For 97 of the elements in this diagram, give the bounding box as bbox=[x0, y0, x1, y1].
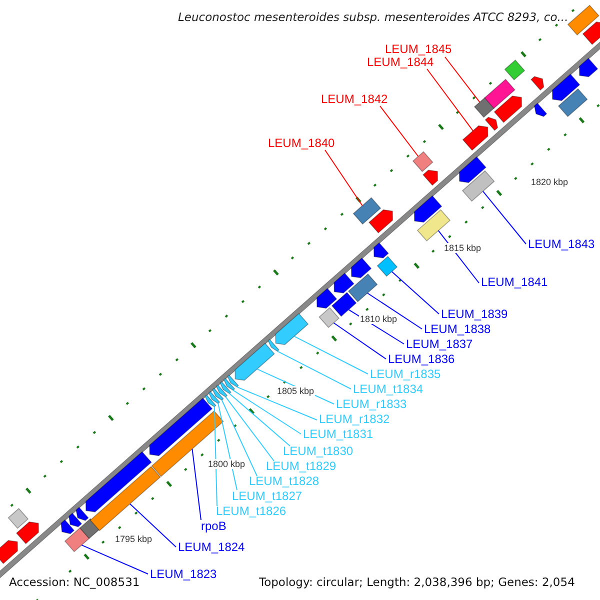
gene-feature bbox=[316, 288, 338, 309]
gene-label: LEUM_t1829 bbox=[266, 460, 336, 473]
gene-label: LEUM_1844 bbox=[367, 56, 434, 69]
leader-line bbox=[333, 322, 386, 360]
gene-feature bbox=[582, 22, 600, 45]
gene-feature bbox=[579, 58, 598, 78]
leader-line bbox=[129, 503, 176, 548]
gene-label: LEUM_1837 bbox=[406, 338, 473, 351]
leader-line bbox=[294, 336, 368, 374]
gene-label: LEUM_1841 bbox=[481, 276, 548, 289]
gene-feature bbox=[60, 519, 75, 534]
gene-label: LEUM_r1835 bbox=[370, 368, 441, 381]
gene-block bbox=[64, 527, 90, 552]
gene-feature bbox=[223, 378, 236, 391]
leader-line bbox=[236, 386, 318, 420]
gene-block bbox=[318, 307, 340, 328]
gene-feature bbox=[462, 125, 488, 151]
gene-label: LEUM_1839 bbox=[441, 308, 508, 321]
gene-feature bbox=[216, 384, 228, 398]
gene-feature bbox=[0, 540, 18, 564]
scale-label: 1795 kbp bbox=[114, 534, 154, 544]
gene-label: LEUM_t1828 bbox=[249, 475, 320, 488]
scale-label: 1815 kbp bbox=[443, 243, 482, 253]
gene-feature bbox=[16, 522, 39, 544]
gene-feature bbox=[227, 374, 239, 388]
gene-feature bbox=[220, 381, 232, 394]
gene-block bbox=[348, 273, 378, 302]
gene-block bbox=[376, 256, 398, 277]
gene-label: LEUM_1840 bbox=[268, 137, 335, 150]
gene-label: LEUM_t1830 bbox=[283, 445, 354, 458]
leader-line bbox=[366, 292, 422, 330]
map-title: Leuconostoc mesenteroides subsp. mesenteroides ATCC 8293, co... bbox=[178, 10, 568, 24]
gene-feature bbox=[368, 209, 393, 234]
gene-label: LEUM_1842 bbox=[321, 93, 388, 106]
gene-label: LEUM_t1834 bbox=[353, 383, 424, 396]
gene-label: LEUM_t1831 bbox=[303, 428, 374, 441]
leader-line bbox=[426, 68, 474, 132]
gene-block bbox=[352, 197, 382, 225]
gene-feature bbox=[149, 398, 213, 456]
gene-feature bbox=[212, 388, 224, 401]
leader-line bbox=[192, 448, 202, 520]
gene-label: LEUM_1845 bbox=[385, 43, 452, 56]
gene-label: LEUM_r1832 bbox=[319, 413, 390, 426]
gene-block bbox=[8, 508, 29, 529]
gene-block bbox=[558, 88, 588, 118]
gene-feature bbox=[373, 242, 389, 258]
gene-feature bbox=[275, 313, 309, 346]
gene-label: LEUM_1824 bbox=[178, 541, 245, 554]
gene-block bbox=[416, 209, 451, 242]
gene-block bbox=[484, 78, 516, 109]
gene-block bbox=[90, 466, 161, 532]
gene-feature bbox=[334, 272, 354, 294]
gene-block bbox=[412, 151, 434, 172]
leader-line bbox=[444, 56, 480, 103]
leader-line bbox=[482, 190, 526, 244]
gene-block bbox=[504, 60, 526, 80]
scale-label: 1820 kbp bbox=[530, 177, 570, 187]
genome-summary-text: Topology: circular; Length: 2,038,396 bp; Genes: 2,054 bbox=[258, 575, 576, 589]
leader-line bbox=[214, 406, 218, 506]
leader-line bbox=[221, 400, 258, 476]
scale-label: 1805 kbp bbox=[276, 386, 316, 396]
gene-feature bbox=[458, 156, 486, 183]
scale-label: 1800 kbp bbox=[207, 459, 246, 469]
gene-block bbox=[567, 4, 600, 36]
gene-feature bbox=[68, 512, 82, 528]
gene-feature bbox=[484, 116, 498, 131]
leader-line bbox=[218, 402, 238, 490]
gene-feature bbox=[494, 96, 522, 123]
gene-feature bbox=[85, 451, 152, 512]
gene-feature bbox=[234, 342, 275, 381]
leader-line bbox=[81, 544, 148, 574]
gene-label: LEUM_t1826 bbox=[216, 505, 286, 518]
gene-label: LEUM_1823 bbox=[150, 568, 217, 581]
gene-label: LEUM_1836 bbox=[388, 353, 455, 366]
gene-label: LEUM_1843 bbox=[528, 238, 595, 251]
gene-block bbox=[331, 292, 357, 317]
leader-line bbox=[225, 396, 274, 462]
gene-block bbox=[474, 96, 495, 118]
gene-feature bbox=[534, 102, 548, 117]
gene-block bbox=[462, 170, 495, 202]
gene-feature bbox=[204, 394, 216, 408]
gene-feature bbox=[552, 74, 580, 101]
gene-feature bbox=[350, 257, 372, 278]
accession-text: Accession: NC_008531 bbox=[8, 575, 141, 589]
leader-line bbox=[232, 390, 302, 434]
gene-label: LEUM_r1833 bbox=[336, 398, 407, 411]
leader-line bbox=[380, 106, 419, 157]
gene-label: LEUM_1838 bbox=[424, 323, 491, 336]
gene-feature bbox=[422, 170, 438, 186]
gene-feature bbox=[530, 76, 544, 91]
scale-label: 1810 kbp bbox=[359, 314, 398, 324]
leader-line bbox=[228, 393, 290, 446]
gene-feature bbox=[268, 338, 280, 352]
gene-feature bbox=[208, 391, 220, 404]
gene-label: LEUM_t1827 bbox=[232, 490, 302, 503]
gene-label: rpoB bbox=[201, 520, 226, 533]
gene-feature bbox=[414, 195, 442, 223]
